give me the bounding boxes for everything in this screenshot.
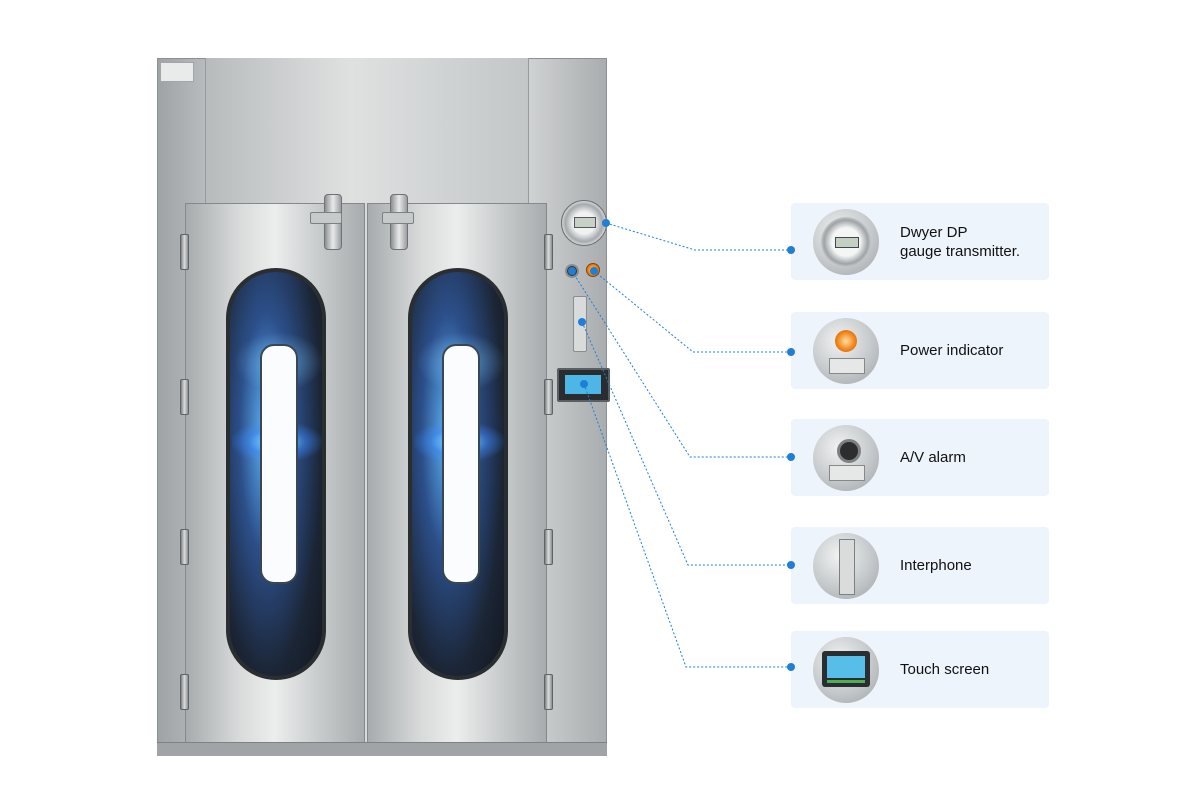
right-latch-bar — [382, 212, 414, 224]
gauge-icon — [813, 209, 879, 275]
left-door-window — [226, 268, 326, 680]
hinge-icon — [180, 529, 189, 565]
hinge-icon — [180, 234, 189, 270]
hinge-icon — [180, 379, 189, 415]
anchor-dot — [568, 267, 576, 275]
right-door — [367, 194, 553, 743]
anchor-dot — [590, 267, 598, 275]
anchor-dot — [580, 380, 588, 388]
callout-power-indicator: Power indicator — [791, 312, 1049, 389]
hinge-icon — [544, 529, 553, 565]
cabinet-top-panel — [205, 58, 529, 203]
inner-window — [442, 344, 480, 584]
leader-line-av-alarm — [571, 270, 791, 458]
hinge-icon — [544, 674, 553, 710]
callout-label: Dwyer DP gauge transmitter. — [900, 223, 1021, 260]
interphone-icon — [813, 533, 879, 599]
leader-line-touch-screen — [583, 383, 791, 668]
nameplate — [160, 62, 194, 82]
callout-label: Power indicator — [900, 342, 1004, 359]
inner-window — [260, 344, 298, 584]
callout-dot — [787, 453, 795, 461]
hinge-icon — [544, 234, 553, 270]
cabinet-base — [157, 742, 607, 756]
callout-dot — [787, 561, 795, 569]
callout-label: A/V alarm — [900, 449, 966, 466]
callout-dot — [787, 246, 795, 254]
leader-line-dp-gauge — [605, 222, 791, 251]
anchor-dot — [578, 318, 586, 326]
left-door — [180, 194, 365, 743]
callout-dp-gauge: Dwyer DP gauge transmitter. — [791, 203, 1049, 280]
hinge-icon — [180, 674, 189, 710]
power-indicator-icon — [813, 318, 879, 384]
leader-line-interphone — [581, 321, 791, 566]
callout-dot — [787, 348, 795, 356]
callout-dot — [787, 663, 795, 671]
anchor-dot — [602, 219, 610, 227]
left-latch-bar — [310, 212, 342, 224]
alarm-icon — [813, 425, 879, 491]
right-door-window — [408, 268, 508, 680]
leader-line-power-indicator — [593, 270, 791, 353]
callout-interphone: Interphone — [791, 527, 1049, 604]
touch-screen-icon — [813, 637, 879, 703]
callout-touch-screen: Touch screen — [791, 631, 1049, 708]
callout-label: Interphone — [900, 557, 972, 574]
callout-label: Touch screen — [900, 661, 990, 678]
callout-av-alarm: A/V alarm — [791, 419, 1049, 496]
hinge-icon — [544, 379, 553, 415]
